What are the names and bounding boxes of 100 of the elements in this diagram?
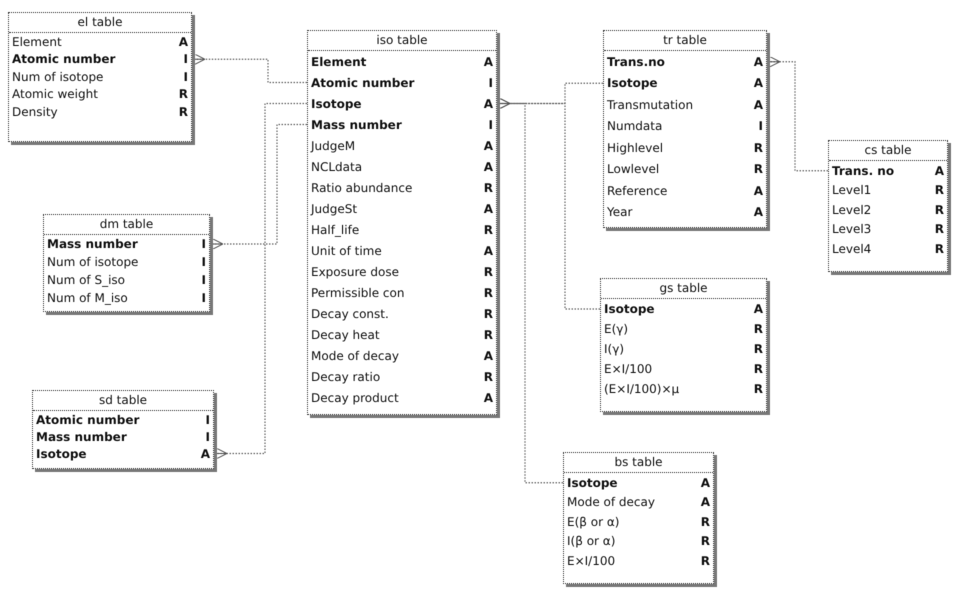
field-type: R: [484, 306, 493, 320]
field-name: Highlevel: [607, 140, 664, 155]
field-type: R: [484, 222, 493, 236]
field-name: Element: [12, 34, 62, 49]
field-type: R: [754, 382, 763, 396]
field-type: R: [484, 180, 493, 194]
field-type: A: [754, 76, 763, 90]
field-name: Mode of decay: [311, 348, 399, 362]
field-type: A: [484, 160, 493, 174]
field-type: A: [754, 54, 763, 69]
field-name: Atomic number: [36, 412, 140, 426]
field-type: A: [484, 96, 493, 110]
field-type: I: [184, 52, 188, 66]
field-name: Trans. no: [832, 164, 894, 178]
field-type: R: [484, 370, 493, 384]
field-name: Level3: [832, 222, 872, 236]
field-name: Density: [12, 104, 58, 119]
field-name: Isotope: [36, 446, 87, 460]
field-type: A: [754, 98, 763, 112]
field-type: R: [484, 328, 493, 342]
field-type: A: [484, 390, 493, 404]
field-type: A: [484, 138, 493, 152]
field-type: R: [754, 362, 763, 376]
relationship-line: [216, 102, 307, 459]
field-type: A: [754, 184, 763, 198]
table-title: cs table: [829, 141, 947, 161]
field-name: Permissible con: [311, 286, 404, 300]
field-type: R: [754, 140, 763, 155]
field-type: I: [202, 237, 206, 251]
field-name: Reference: [607, 184, 668, 198]
field-type: R: [484, 264, 493, 278]
table-box: [32, 390, 214, 469]
field-name: Decay const.: [311, 306, 389, 320]
table-title: el table: [9, 13, 191, 33]
field-type: R: [934, 242, 944, 256]
field-name: Lowlevel: [607, 162, 660, 176]
field-name: Level4: [832, 242, 872, 256]
table-title: gs table: [601, 279, 766, 299]
field-name: (E×I/100)×μ: [604, 382, 680, 396]
field-name: Level2: [832, 202, 872, 217]
table-title: tr table: [604, 31, 766, 51]
field-type: I: [758, 119, 763, 134]
table-title: bs table: [564, 453, 713, 473]
field-name: Atomic number: [311, 76, 414, 90]
field-name: Atomic weight: [12, 87, 98, 102]
relationship-line: [194, 54, 307, 84]
field-type: R: [934, 222, 944, 236]
field-type: I: [184, 70, 188, 84]
field-type: I: [202, 273, 206, 287]
field-name: I(β or α): [567, 534, 616, 548]
field-name: Isotope: [607, 76, 658, 90]
field-type: R: [754, 322, 763, 336]
field-type: A: [200, 446, 210, 460]
field-name: Decay product: [311, 390, 399, 404]
field-type: A: [700, 476, 710, 490]
field-name: Num of M_iso: [47, 291, 128, 305]
field-type: A: [934, 164, 944, 178]
relationship-line: [212, 124, 307, 250]
field-type: A: [178, 34, 188, 49]
field-type: I: [202, 291, 206, 305]
field-type: I: [206, 412, 210, 426]
relationship-line: [770, 56, 828, 172]
field-name: E(γ): [604, 322, 628, 336]
table-box: [307, 30, 497, 415]
field-name: Exposure dose: [311, 264, 399, 278]
field-type: A: [484, 348, 493, 362]
field-name: JudgeM: [311, 138, 356, 152]
field-name: Isotope: [311, 96, 362, 110]
field-type: R: [700, 554, 710, 568]
field-type: R: [754, 342, 763, 356]
field-name: JudgeSt: [311, 202, 358, 216]
field-name: Atomic number: [12, 52, 116, 66]
field-type: I: [488, 76, 493, 90]
field-name: Transmutation: [607, 98, 694, 112]
field-name: Numdata: [607, 119, 662, 134]
field-name: Num of isotope: [47, 255, 138, 269]
field-type: A: [484, 54, 493, 68]
field-type: R: [178, 104, 188, 119]
field-type: I: [206, 430, 210, 444]
field-name: Element: [311, 54, 366, 68]
table-title: iso table: [308, 31, 496, 51]
field-name: E×I/100: [604, 362, 652, 376]
field-name: NCLdata: [311, 160, 362, 174]
field-type: I: [202, 255, 206, 269]
relationship-line: [500, 98, 563, 484]
table-box: [603, 30, 767, 228]
field-type: I: [488, 118, 493, 132]
field-type: R: [700, 534, 710, 548]
field-type: R: [484, 286, 493, 300]
field-type: A: [754, 205, 763, 220]
field-type: A: [754, 302, 763, 316]
table-title: dm table: [44, 215, 209, 235]
field-name: Trans.no: [607, 54, 665, 69]
field-type: R: [700, 514, 710, 529]
table-title: sd table: [33, 391, 213, 411]
field-name: E×I/100: [567, 554, 616, 568]
field-name: Mass number: [311, 118, 402, 132]
field-type: R: [934, 202, 944, 217]
field-type: A: [700, 495, 710, 510]
field-name: Decay ratio: [311, 370, 380, 384]
